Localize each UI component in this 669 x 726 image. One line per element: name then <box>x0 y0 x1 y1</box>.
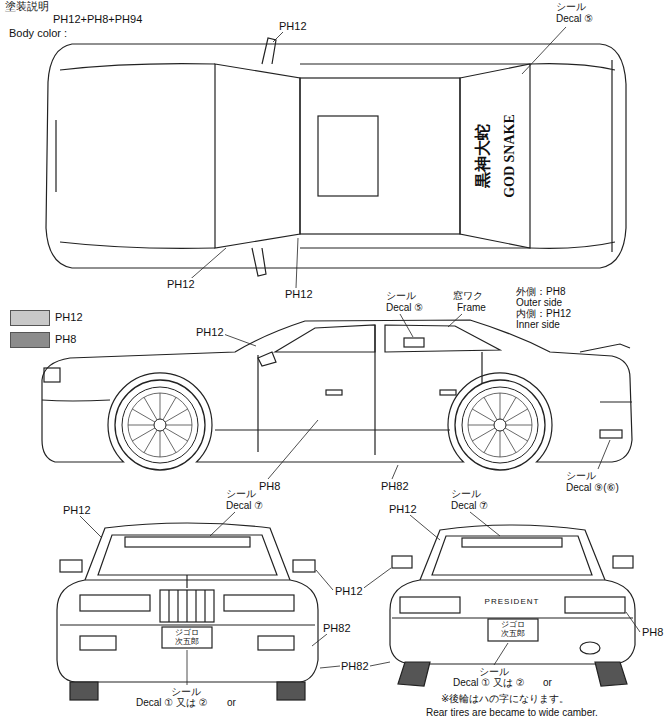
callout-label: PH12 <box>334 585 364 597</box>
callout-label: Body color : <box>8 27 68 39</box>
legend-label: PH8 <box>54 333 77 345</box>
callout-label: PH12 <box>195 326 225 338</box>
legend-label: PH12 <box>54 311 84 323</box>
callout-label: Rear tires are became to wide camber. <box>425 707 599 718</box>
callout-label: PH82 <box>322 622 352 634</box>
leader-lines <box>80 27 640 685</box>
callout-label: or <box>542 677 553 688</box>
callout-label: Frame <box>456 302 487 313</box>
callout-label: シール <box>565 470 597 481</box>
callout-label: ジゴロ <box>174 629 200 638</box>
callout-label: 外側：PH8 <box>515 286 566 297</box>
callout-label: シール <box>225 488 257 499</box>
callout-label: Decal ① 又は ② <box>135 697 209 708</box>
legend-swatch <box>10 332 50 348</box>
callout-label: PH12 <box>62 504 92 516</box>
callout-label: PH12 <box>166 278 196 290</box>
callout-label: 次五郎 <box>500 630 526 639</box>
callout-label: 内側：PH12 <box>515 308 572 319</box>
callout-label: シール <box>385 290 417 301</box>
decal-text: 黒神大蛇 <box>474 123 492 189</box>
callout-label: or <box>226 697 237 708</box>
callout-label: Decal ⑤ <box>555 13 594 24</box>
callout-label: ジゴロ <box>500 621 526 630</box>
callout-label: Decal ⑤ <box>385 302 424 313</box>
legend-swatch <box>10 310 50 326</box>
callout-label: Decal ① 又は ② <box>452 677 526 688</box>
callout-label: PH82 <box>380 480 410 492</box>
callout-label: シール <box>478 666 510 677</box>
callout-label: PH12 <box>278 20 308 32</box>
callout-label: Decal ⑦ <box>225 500 264 511</box>
callout-label: シール <box>170 686 202 697</box>
decal-text: GOD SNAKE <box>502 113 517 199</box>
callout-label: PH12+PH8+PH94 <box>52 13 143 25</box>
callout-label: 塗装説明 <box>4 0 50 12</box>
callout-label: Inner side <box>515 319 561 330</box>
callout-label: PH82 <box>340 660 370 672</box>
callout-label: Decal ⑨(⑥) <box>565 482 620 493</box>
callout-label: PRESIDENT <box>484 598 541 607</box>
callout-label: PH8 <box>641 626 664 638</box>
callout-label: シール <box>555 1 587 12</box>
callout-label: Decal ⑦ <box>450 500 489 511</box>
callout-label: シール <box>450 488 482 499</box>
callout-label: PH12 <box>388 503 418 515</box>
callout-label: ※後輪はハの字になります。 <box>440 693 570 704</box>
callout-label: PH12 <box>284 288 314 300</box>
callout-label: Outer side <box>515 297 563 308</box>
callout-label: PH8 <box>258 480 281 492</box>
callout-label: 次五郎 <box>174 638 200 647</box>
callout-label: 窓ワク <box>452 290 484 301</box>
